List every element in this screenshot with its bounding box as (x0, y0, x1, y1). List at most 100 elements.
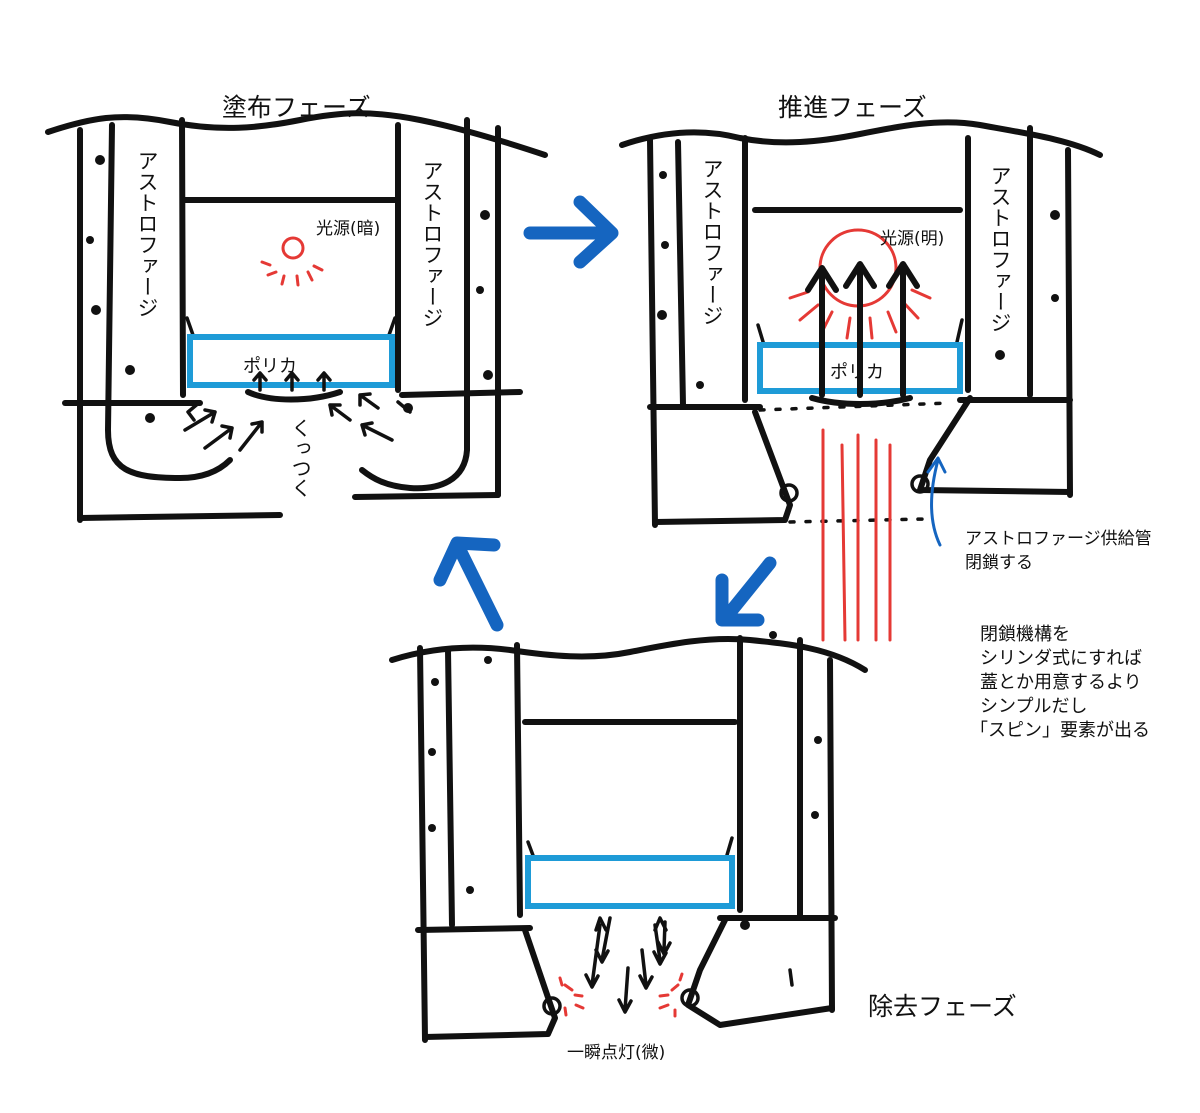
coating-particle (403, 403, 413, 413)
cycle-arrow-coating-to-propulsion (523, 195, 619, 269)
coating-up-arrow (316, 371, 332, 392)
propulsion-right-housing (917, 395, 1073, 495)
propulsion-left-wall-label: アストロファージ (700, 158, 724, 326)
side-note-line: シリンダ式にすれば (980, 648, 1142, 669)
coating-flow-arrow (183, 408, 217, 432)
coating-particle (125, 365, 135, 375)
propulsion-thrust-arrow (805, 265, 839, 398)
coating-particle (480, 210, 490, 220)
removal-right-cylinder (680, 988, 700, 1008)
propulsion-light-rays (788, 288, 932, 340)
coating-flow-arrow (186, 400, 202, 422)
propulsion-particle (1050, 210, 1060, 220)
coating-panel-label: ポリカ (243, 356, 297, 377)
side-note-line: 蓋とか用意するより (980, 672, 1142, 693)
propulsion-particle (657, 310, 667, 320)
coating-flow-arrow (238, 420, 264, 452)
propulsion-adhered-layer (809, 395, 913, 407)
coating-flow-arrow (360, 421, 394, 442)
removal-particle (428, 824, 436, 832)
removal-flash-label: 一瞬点灯(微) (567, 1043, 665, 1063)
propulsion-particle (661, 241, 669, 249)
propulsion-right-cylinder (910, 474, 930, 494)
removal-right-hook (725, 836, 734, 857)
coating-left-channel (105, 122, 233, 481)
propulsion-exhaust-line (840, 443, 847, 642)
coating-right-hook (387, 316, 397, 337)
coating-light-source (281, 236, 305, 260)
coating-stick-label: くっつく (288, 418, 312, 498)
coating-particle (86, 236, 94, 244)
coating-particle (483, 370, 493, 380)
removal-outer-left-wall (417, 645, 428, 1043)
removal-phase: 一瞬点灯(微) 除去フェーズ (389, 631, 1017, 1063)
coating-flow-arrow (358, 392, 380, 410)
removal-particle (769, 631, 777, 639)
removal-left-cylinder (542, 996, 562, 1016)
propulsion-left-housing (652, 409, 793, 525)
propulsion-phase: 光源(明) ポリカ アストロファージ アストロファージ アストロファージ供給管 … (619, 93, 1152, 642)
removal-particle (466, 886, 474, 894)
propulsion-outer-left-wall (647, 137, 658, 528)
removal-left-housing (422, 927, 558, 1040)
removal-particle (428, 748, 436, 756)
removal-outer-right-wall (827, 657, 835, 1013)
coating-particle (476, 286, 484, 294)
removal-particle (814, 736, 822, 744)
coating-right-tick (399, 389, 523, 398)
propulsion-particle (995, 350, 1005, 360)
side-note-line: 「スピン」要素が出る (970, 720, 1150, 741)
coating-particle (95, 155, 105, 165)
cycle-arrow-removal-to-coating (433, 536, 504, 632)
removal-particle (431, 678, 439, 686)
propulsion-left-cylinder (779, 483, 799, 503)
coating-phase: ポリカ 光源(暗) アストロファージ アストロファージ くっつく (45, 93, 548, 523)
propulsion-right-hook (955, 318, 964, 344)
removal-particle (740, 920, 750, 930)
coating-adhered-layer (245, 389, 343, 403)
cycle-arrow-propulsion-to-removal (715, 556, 777, 627)
removal-right-housing (685, 917, 835, 1028)
coating-light-label: 光源(暗) (316, 219, 380, 239)
coating-particle (91, 305, 101, 315)
propulsion-left-hook (756, 323, 766, 347)
coating-up-arrow (284, 371, 300, 392)
side-note: 閉鎖機構を シリンダ式にすれば 蓋とか用意するより シンプルだし 「スピン」要素… (970, 624, 1150, 741)
coating-flow-arrow (203, 424, 234, 450)
propulsion-light-label: 光源(明) (880, 229, 944, 249)
coating-phase-title: 塗布フェーズ (222, 93, 371, 122)
removal-fall-arrow (594, 916, 612, 964)
propulsion-thrust-arrow (886, 261, 920, 398)
side-note-line: シンプルだし (980, 696, 1087, 717)
removal-right-flash (658, 972, 684, 1018)
removal-polycarbonate-panel (525, 855, 735, 909)
removal-left-tick (415, 925, 533, 933)
propulsion-outer-right-wall (1065, 147, 1073, 498)
removal-fall-arrow (617, 966, 633, 1014)
coating-right-channel (359, 117, 470, 492)
coating-right-wall-label: アストロファージ (420, 160, 444, 328)
propulsion-supply-pointer (926, 456, 947, 547)
propulsion-phase-title: 推進フェーズ (778, 93, 927, 122)
propulsion-thrust-arrow (843, 261, 877, 398)
removal-particle (484, 656, 492, 664)
coating-up-arrow (252, 371, 268, 392)
propulsion-particle (1051, 294, 1059, 302)
removal-phase-title: 除去フェーズ (868, 992, 1017, 1021)
removal-top-edge (389, 635, 868, 673)
removal-fall-arrow (638, 948, 654, 990)
propulsion-supply-note-line1: アストロファージ供給管 (965, 529, 1152, 549)
coating-left-wall-label: アストロファージ (135, 150, 159, 318)
coating-particle (145, 413, 155, 423)
removal-fall-arrow (594, 916, 668, 932)
propulsion-particle (696, 381, 704, 389)
propulsion-right-wall-label: アストロファージ (988, 165, 1012, 333)
coating-flow-arrow (328, 403, 352, 422)
side-note-line: 閉鎖機構を (980, 624, 1070, 645)
coating-right-bottom-line (352, 492, 501, 500)
removal-left-flash (558, 976, 585, 1017)
coating-bottom-line (77, 512, 283, 521)
coating-light-rays (260, 260, 324, 287)
